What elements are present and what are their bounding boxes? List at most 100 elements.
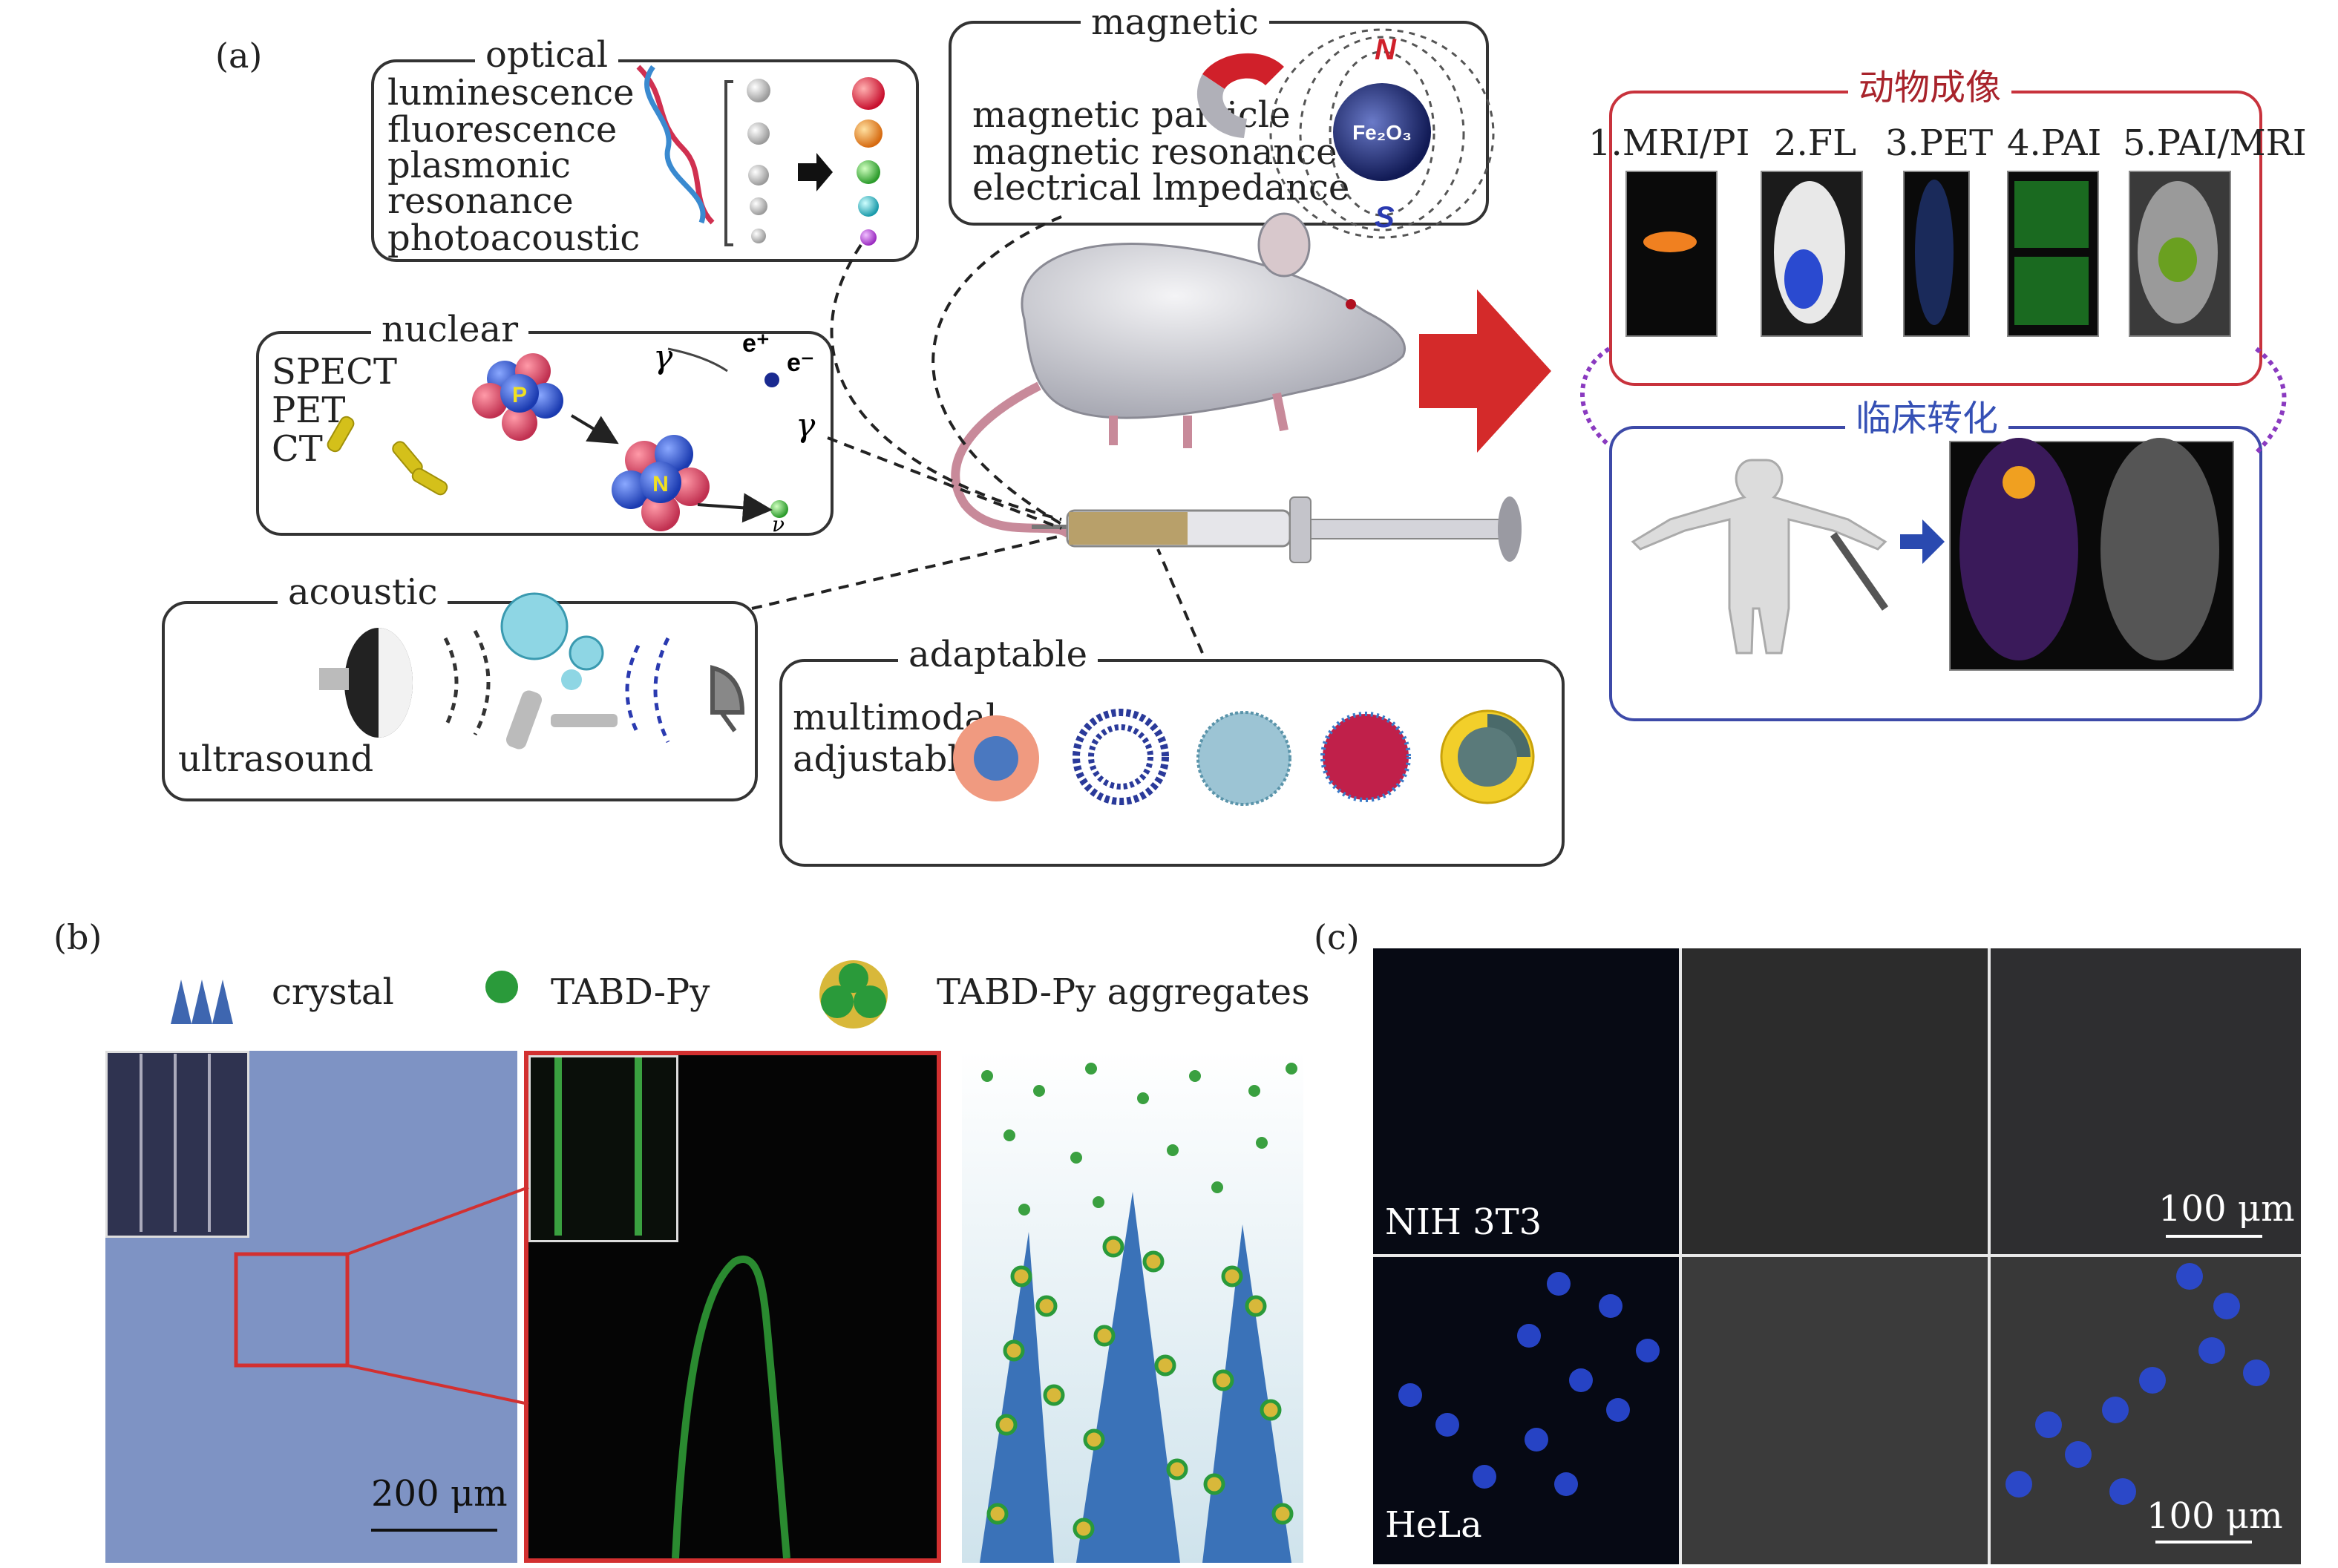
cell-line-hela: HeLa — [1385, 1504, 1482, 1546]
thumb-mri-pi — [1625, 171, 1718, 337]
tabd-py-icon — [485, 971, 518, 1003]
large-right-arrow-icon — [1419, 289, 1551, 453]
scale-bar-200um — [371, 1529, 497, 1532]
fluorescent-crystal-trace — [672, 1256, 790, 1559]
acoustic-box — [162, 601, 758, 801]
magnetic-item-resonance: magnetic resonance — [972, 131, 1337, 173]
dendrimer-nanostructure — [1196, 711, 1291, 806]
legend-tabd-py-aggregates: TABD-Py aggregates — [937, 971, 1310, 1013]
iron-oxide-particle — [1333, 83, 1431, 181]
blue-arrow-icon — [1900, 519, 1945, 564]
gamma-symbol-2: γ — [796, 407, 816, 445]
cell-line-nih3t3: NIH 3T3 — [1385, 1201, 1542, 1243]
schematic-crystals — [980, 1192, 1291, 1563]
connector-lines — [751, 215, 1204, 654]
zoom-box — [234, 1252, 350, 1368]
optical-item-plasmonic: plasmonic — [387, 145, 571, 186]
plain-nanoparticles — [747, 79, 770, 243]
panel-c-tag: (c) — [1314, 917, 1360, 957]
decay-arrow — [570, 414, 619, 445]
micelle-nanostructure — [953, 715, 1039, 801]
neutrino-dot — [770, 500, 788, 518]
nucleus-n-icon: N — [612, 435, 710, 531]
zoom-guide-lines — [347, 1186, 529, 1405]
horseshoe-magnet-icon — [1196, 53, 1284, 138]
svg-text:P: P — [512, 383, 527, 407]
satellite-dish-icon — [710, 665, 745, 732]
acoustic-caption: ultrasound — [178, 738, 374, 780]
magnetic-item-impedance: electrical lmpedance — [972, 167, 1350, 209]
panel-b-tag: (b) — [53, 917, 102, 957]
gamma-symbol: γ — [653, 338, 673, 376]
optical-item-fluorescence: fluorescence — [387, 109, 618, 151]
positron-label: e⁺ — [742, 329, 770, 358]
modality-label-mri-pi: 1.MRI/PI — [1588, 122, 1750, 164]
legend-tabd-py: TABD-Py — [551, 971, 710, 1013]
acoustic-title: acoustic — [278, 573, 448, 611]
mri-hotspot — [1643, 232, 1697, 252]
clinical-scan-left — [1959, 438, 2078, 660]
pai-top — [2014, 181, 2089, 248]
polymer-nanoparticle — [1320, 712, 1411, 802]
schematic-dots — [981, 1063, 1297, 1216]
scale-bar-100um-bottom — [2155, 1541, 2252, 1544]
animal-imaging-title: 动物成像 — [1848, 68, 2012, 107]
nuclear-item-spect: SPECT — [272, 351, 397, 393]
nuclear-item-pet: PET — [272, 390, 346, 431]
dna-helix-icon — [636, 65, 715, 225]
pet-body — [1915, 180, 1954, 325]
ultrasound-transducer-icon — [319, 628, 413, 738]
syringe-icon — [1032, 496, 1522, 563]
panel-a-tag: (a) — [215, 36, 263, 76]
microbubbles-icon — [500, 592, 618, 749]
nih3t3-merge — [1991, 948, 2301, 1254]
nih3t3-brightfield — [1682, 948, 1988, 1254]
cycle-arrows — [1580, 347, 2287, 455]
electron-label: e⁻ — [787, 349, 814, 377]
hela-merge — [1991, 1257, 2301, 1564]
fl-signal — [1784, 249, 1823, 309]
svg-text:N: N — [652, 472, 669, 496]
colored-nanoparticles — [852, 77, 885, 246]
magnet-pole-n: N — [1375, 33, 1397, 66]
legend-crystal: crystal — [272, 971, 394, 1013]
clinical-scan-right — [2100, 438, 2219, 660]
optical-item-resonance: resonance — [387, 180, 574, 222]
sound-wave-arcs — [443, 629, 491, 736]
pai-bottom — [2014, 257, 2089, 325]
scale-label-100um-top: 100 μm — [2158, 1188, 2295, 1230]
nih3t3-dapi — [1373, 948, 1679, 1254]
nuclear-item-ct: CT — [272, 428, 323, 470]
iron-oxide-label: Fe₂O₃ — [1352, 121, 1412, 144]
adaptable-title: adaptable — [898, 635, 1098, 674]
schematic-aggregates — [986, 1236, 1294, 1540]
fluorescence-inset-stripes — [554, 1057, 642, 1236]
right-arrow-icon — [798, 153, 833, 191]
scale-label-200um: 200 μm — [371, 1473, 508, 1515]
neutrino-label: ν — [772, 512, 785, 537]
scale-label-100um-bottom: 100 μm — [2147, 1495, 2283, 1537]
magnet-pole-s: S — [1375, 201, 1395, 234]
fluorescence-inset — [528, 1055, 678, 1242]
clinical-hotspot — [2003, 466, 2035, 499]
adaptable-item-multimodal: multimodal — [793, 697, 998, 738]
human-body-figure — [1631, 459, 1887, 655]
hela-nuclei — [1398, 1272, 1660, 1496]
optical-box — [371, 59, 919, 262]
modality-label-pai-mri: 5.PAI/MRI — [2123, 122, 2307, 164]
magnetic-field-lines — [1269, 28, 1495, 239]
optical-item-luminescence: luminescence — [387, 72, 635, 114]
modality-label-fl: 2.FL — [1774, 122, 1856, 164]
adaptable-item-adjustable: adjustable — [793, 738, 980, 780]
scale-bar-100um-top — [2166, 1235, 2262, 1238]
sound-wave-arcs-blue — [625, 637, 670, 744]
nuclear-title: nuclear — [371, 310, 529, 349]
clinical-syringe — [1830, 532, 1889, 611]
hela-merge-nuclei — [2005, 1263, 2270, 1505]
magnetic-title: magnetic — [1081, 3, 1269, 42]
hela-brightfield — [1682, 1257, 1988, 1564]
liposome-nanostructure — [1073, 709, 1169, 805]
bright-field-inset — [105, 1051, 249, 1238]
core-shell-nanoparticle — [1440, 709, 1535, 804]
